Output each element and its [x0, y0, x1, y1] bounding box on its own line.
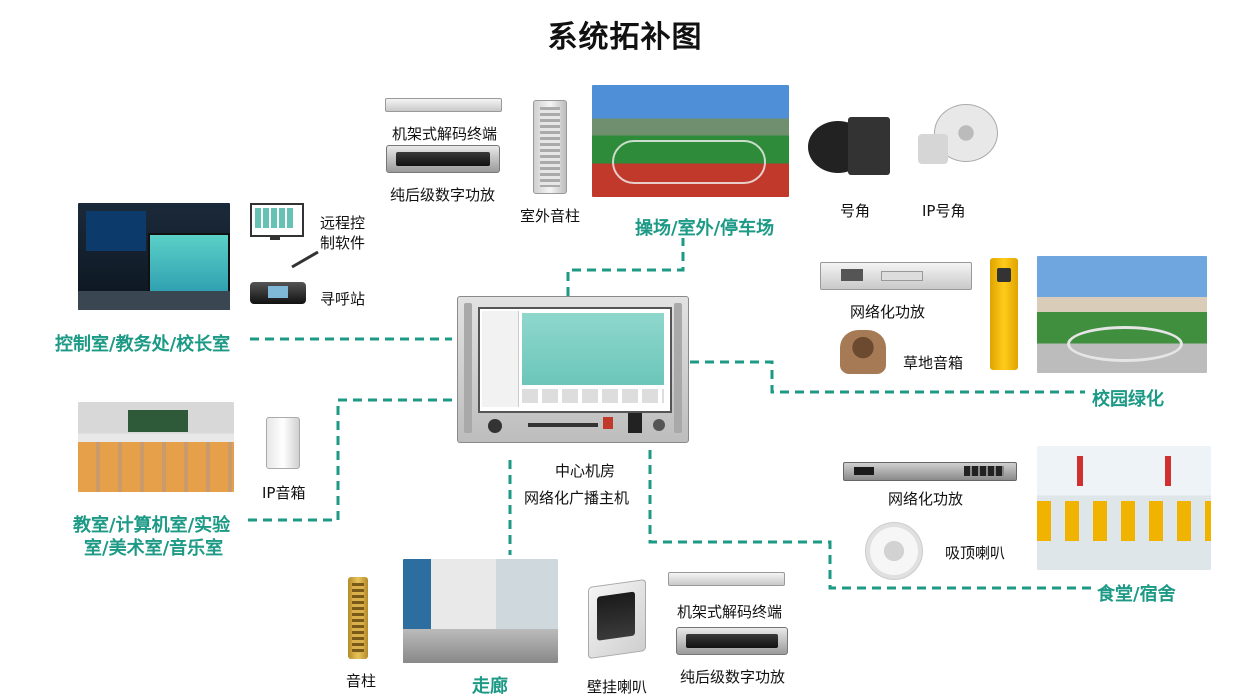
remote-software-label-1: 远程控 — [320, 214, 366, 232]
ip-speaker-label: IP音箱 — [262, 484, 306, 502]
ceiling-speaker-label: 吸顶喇叭 — [945, 544, 1006, 562]
remote-software-label-2: 制软件 — [320, 234, 366, 252]
network-amp-bottom-icon — [843, 462, 1017, 481]
host-touchscreen — [478, 307, 672, 413]
lawn-speaker-label: 草地音箱 — [903, 354, 964, 372]
network-amp-right-icon — [820, 262, 972, 290]
horn-icon — [808, 113, 890, 179]
ceiling-speaker-icon — [865, 522, 923, 580]
link-campus — [690, 360, 1085, 394]
outdoor-column-label: 室外音柱 — [520, 207, 581, 225]
ip-horn-icon — [916, 104, 998, 180]
zone-campus: 校园绿化 — [1092, 389, 1164, 410]
lawn-speaker-icon — [840, 330, 886, 374]
wall-speaker-label: 壁挂喇叭 — [587, 678, 648, 696]
column-speaker-label: 音柱 — [346, 672, 377, 690]
diagram-title: 系统拓补图 — [547, 20, 703, 55]
canteen-photo — [1037, 446, 1211, 570]
zone-playground: 操场/室外/停车场 — [635, 218, 775, 239]
power-amp-bottom-label: 纯后级数字功放 — [680, 668, 786, 686]
wall-speaker-icon — [588, 578, 646, 660]
outdoor-column-speaker-icon — [533, 100, 567, 194]
broadcast-host — [457, 296, 689, 443]
control-room-photo — [78, 203, 230, 310]
paging-station-label: 寻呼站 — [320, 290, 366, 308]
power-amp-top-icon — [386, 145, 500, 173]
horn-label: 号角 — [840, 202, 871, 220]
power-amp-bottom-icon — [676, 627, 788, 655]
ip-horn-label: IP号角 — [922, 202, 966, 220]
link-canteen — [648, 450, 1095, 590]
rack-decoder-top-label: 机架式解码终端 — [392, 125, 498, 143]
monitor-icon — [250, 203, 304, 237]
paging-station-icon — [250, 282, 306, 304]
center-label-2: 网络化广播主机 — [524, 489, 630, 507]
zone-corridor: 走廊 — [472, 676, 508, 697]
power-amp-top-label: 纯后级数字功放 — [390, 186, 496, 204]
campus-photo — [1037, 256, 1207, 373]
network-amp-right-label: 网络化功放 — [850, 303, 926, 321]
column-pillar-icon — [990, 258, 1018, 370]
ip-speaker-icon — [266, 417, 300, 469]
network-amp-bottom-label: 网络化功放 — [888, 490, 964, 508]
classroom-photo — [78, 402, 234, 492]
rack-decoder-bottom-icon — [668, 572, 785, 586]
center-label-1: 中心机房 — [555, 462, 616, 480]
link-classroom — [248, 398, 452, 522]
zone-classroom-1: 教室/计算机室/实验 — [73, 515, 231, 536]
zone-canteen: 食堂/宿舍 — [1097, 584, 1176, 605]
link-playground — [566, 238, 685, 296]
rack-decoder-bottom-label: 机架式解码终端 — [677, 603, 783, 621]
zone-control-room: 控制室/教务处/校长室 — [55, 334, 231, 355]
playground-photo — [592, 85, 789, 197]
column-speaker-icon — [348, 577, 368, 659]
rack-decoder-top-icon — [385, 98, 502, 112]
corridor-photo — [403, 559, 558, 663]
zone-classroom-2: 室/美术室/音乐室 — [84, 538, 224, 559]
